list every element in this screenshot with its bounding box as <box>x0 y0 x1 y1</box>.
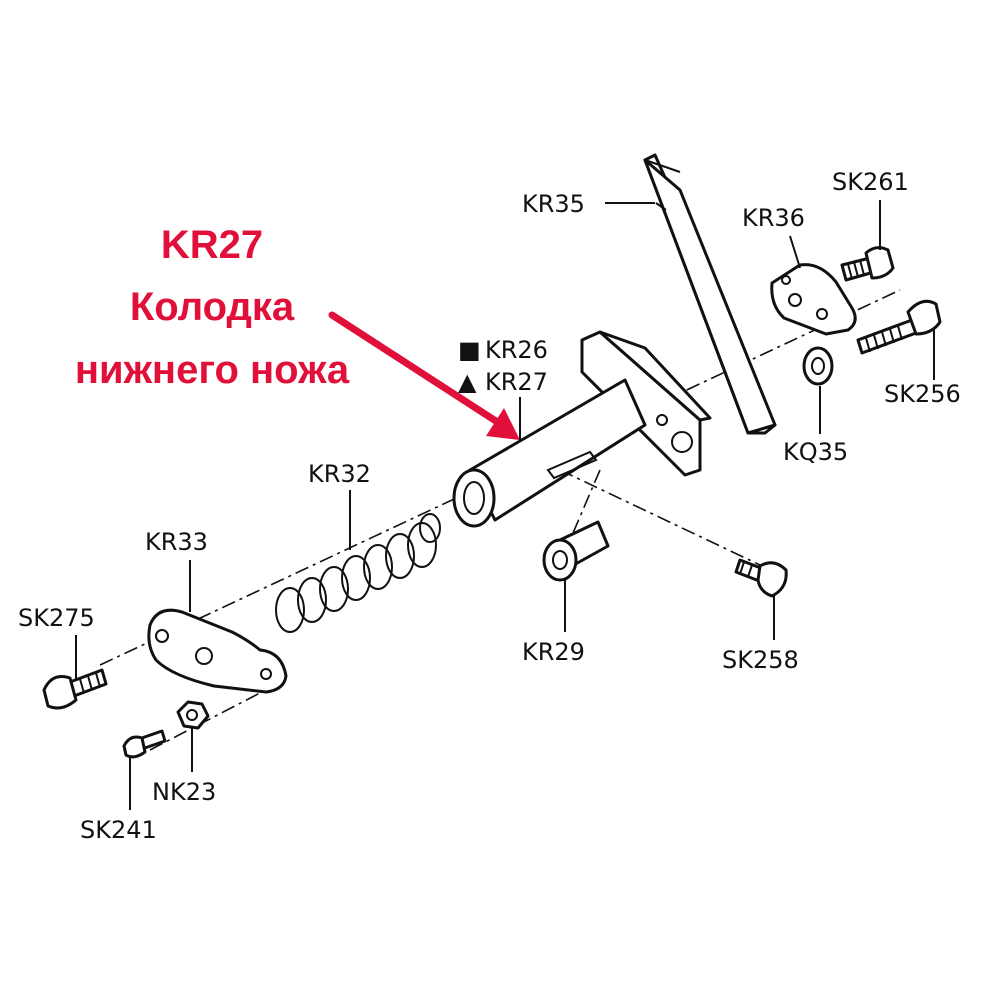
part-sk261 <box>840 246 895 282</box>
leader-lines <box>75 200 935 810</box>
part-kr27 <box>452 330 712 528</box>
marker-kr27-triangle-icon: ▲ <box>458 368 477 396</box>
part-kr29 <box>542 520 610 582</box>
label-kr26: KR26 <box>485 336 548 364</box>
label-sk241: SK241 <box>80 816 157 844</box>
red-pointer-arrow-icon <box>328 311 520 440</box>
assembly-axis-kr29 <box>569 469 601 541</box>
label-sk261: SK261 <box>832 168 909 196</box>
label-nk23: NK23 <box>152 778 216 806</box>
label-kr33: KR33 <box>145 528 208 556</box>
label-kr29: KR29 <box>522 638 585 666</box>
label-sk258: SK258 <box>722 646 799 674</box>
label-kr36: KR36 <box>742 204 805 232</box>
part-sk275 <box>42 668 108 710</box>
part-kr33 <box>147 608 288 694</box>
label-sk256: SK256 <box>884 380 961 408</box>
part-kq35 <box>802 346 834 386</box>
label-kr32: KR32 <box>308 460 371 488</box>
part-sk258 <box>734 558 788 598</box>
title-part-number: KR27 <box>161 223 263 267</box>
marker-kr26-square-icon: ■ <box>458 336 481 364</box>
part-sk256 <box>856 299 942 355</box>
label-kq35: KQ35 <box>783 438 848 466</box>
part-sk241 <box>122 729 167 759</box>
part-nk23 <box>176 700 210 730</box>
label-sk275: SK275 <box>18 604 95 632</box>
assembly-axis-sk258 <box>559 469 761 566</box>
label-kr35: KR35 <box>522 190 585 218</box>
title-description-line2: нижнего ножа <box>75 348 350 392</box>
part-kr35 <box>643 153 777 435</box>
label-kr27: KR27 <box>485 368 548 396</box>
part-kr32 <box>275 513 441 633</box>
title-description-line1: Колодка <box>130 285 295 329</box>
part-kr36 <box>770 263 857 336</box>
